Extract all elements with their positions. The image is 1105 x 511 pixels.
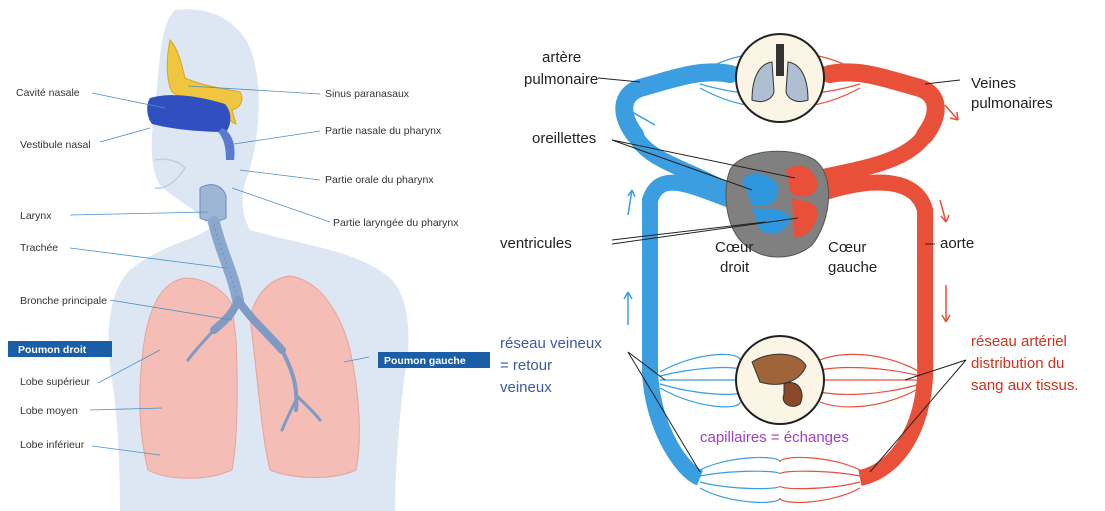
larynx-shape bbox=[200, 185, 226, 221]
label-pharynx-laryngee: Partie laryngée du pharynx bbox=[333, 217, 459, 229]
label-reseau-veineux-2: = retour bbox=[500, 357, 552, 374]
label-aorte: aorte bbox=[940, 235, 974, 252]
label-bronche-principale: Bronche principale bbox=[20, 295, 107, 307]
circulation-illustration: artère pulmonaire Veines pulmonaires ore… bbox=[500, 34, 1079, 502]
label-sinus: Sinus paranasaux bbox=[325, 88, 410, 100]
label-coeur-droit-1: Cœur bbox=[715, 239, 753, 256]
label-lobe-moyen: Lobe moyen bbox=[20, 405, 78, 417]
label-pulmonaire: pulmonaire bbox=[524, 71, 598, 88]
label-poumon-droit: Poumon droit bbox=[18, 344, 87, 356]
label-artere: artère bbox=[542, 49, 581, 66]
label-ventricules: ventricules bbox=[500, 235, 572, 252]
label-lobe-inferieur: Lobe inférieur bbox=[20, 439, 85, 451]
label-pharynx-nasal: Partie nasale du pharynx bbox=[325, 125, 442, 137]
lung-right bbox=[140, 278, 237, 478]
pulmonary-capillaries bbox=[624, 34, 935, 135]
label-reseau-veineux-3: veineux bbox=[500, 379, 552, 396]
label-lobe-superieur: Lobe supérieur bbox=[20, 376, 91, 388]
label-coeur-gauche-1: Cœur bbox=[828, 239, 866, 256]
label-reseau-arteriel-1: réseau artériel bbox=[971, 333, 1067, 350]
label-oreillettes: oreillettes bbox=[532, 130, 596, 147]
label-cavite-nasale: Cavité nasale bbox=[16, 87, 80, 99]
label-capillaires: capillaires = échanges bbox=[700, 429, 849, 446]
label-reseau-arteriel-3: sang aux tissus. bbox=[971, 377, 1079, 394]
label-larynx: Larynx bbox=[20, 210, 52, 222]
label-coeur-droit-2: droit bbox=[720, 259, 750, 276]
respiratory-illustration: Cavité nasale Vestibule nasal Larynx Tra… bbox=[8, 9, 490, 511]
label-vestibule-nasal: Vestibule nasal bbox=[20, 139, 91, 151]
label-reseau-veineux-1: réseau veineux bbox=[500, 335, 602, 352]
label-coeur-gauche-2: gauche bbox=[828, 259, 877, 276]
label-poumon-gauche: Poumon gauche bbox=[384, 355, 466, 367]
label-trachee: Trachée bbox=[20, 242, 58, 254]
label-veines: Veines bbox=[971, 75, 1016, 92]
label-pharynx-oral: Partie orale du pharynx bbox=[325, 174, 434, 186]
label-reseau-arteriel-2: distribution du bbox=[971, 355, 1064, 372]
label-pulmonaires: pulmonaires bbox=[971, 95, 1053, 112]
